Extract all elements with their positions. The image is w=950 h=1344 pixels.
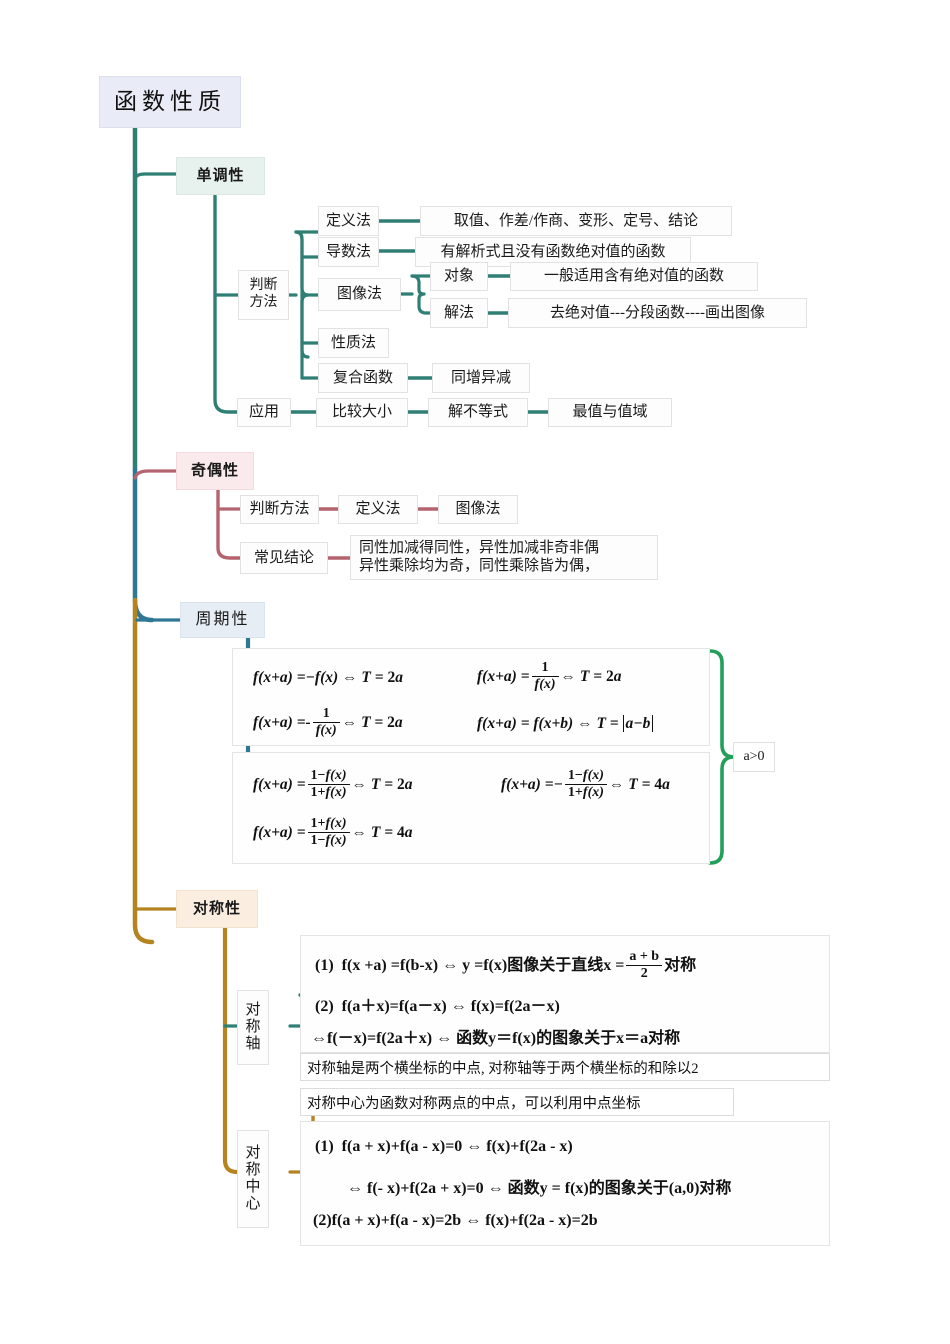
node-symmetry-center[interactable]: 对 称 中 心 — [237, 1130, 269, 1228]
symmetry-axis-char-1: 对 — [245, 1002, 261, 1019]
symmetry-axis-formula-2: (2) f(a＋x)=f(a－x) ⇔ f(x)=f(2a－x) — [315, 998, 560, 1015]
link-root-mono — [133, 172, 178, 182]
application-range-label: 最值与值域 — [572, 404, 648, 421]
composite-function-label: 复合函数 — [332, 369, 393, 386]
parity-subtrunk — [216, 488, 242, 560]
node-graph-object[interactable]: 对象 — [430, 262, 488, 291]
parity-graph-label: 图像法 — [455, 501, 501, 518]
symmetry-axis-char-2: 称 — [245, 1019, 261, 1036]
derivative-detail-label: 有解析式且没有函数绝对值的函数 — [440, 243, 666, 260]
branch-periodicity-label: 周期性 — [195, 611, 250, 628]
branch-periodicity[interactable]: 周期性 — [180, 602, 265, 638]
periodicity-condition: a>0 — [733, 742, 775, 772]
application-compare-label: 比较大小 — [331, 404, 392, 421]
symmetry-center-note: 对称中心为函数对称两点的中点，可以利用中点坐标 — [300, 1088, 734, 1116]
periodicity-panel-2: f(x+a) =1−f(x)1+f(x)⇔ T = 2a f(x+a) =−1−… — [232, 752, 710, 864]
graph-solution-label: 解法 — [443, 304, 474, 321]
symmetry-axis-note: 对称轴是两个横坐标的中点, 对称轴等于两个横坐标的和除以2 — [300, 1053, 830, 1081]
symmetry-center-char-1: 对 — [245, 1145, 261, 1162]
branch-symmetry[interactable]: 对称性 — [176, 890, 258, 928]
symmetry-center-formula-2: ⇔ f(- x)+f(2a + x)=0 ⇔ 函数y = f(x)的图象关于(a… — [347, 1180, 732, 1197]
parity-conclusion-label: 常见结论 — [253, 549, 314, 566]
node-parity-definition[interactable]: 定义法 — [338, 495, 418, 524]
node-parity-graph[interactable]: 图像法 — [438, 495, 518, 524]
node-application-compare[interactable]: 比较大小 — [316, 398, 408, 427]
graph-brace — [410, 274, 428, 315]
symmetry-center-char-2: 称 — [245, 1162, 261, 1179]
node-property-method[interactable]: 性质法 — [318, 328, 389, 358]
node-application-inequality[interactable]: 解不等式 — [428, 398, 528, 427]
method-spine — [294, 230, 304, 380]
application-label: 应用 — [248, 404, 279, 421]
graph-method-label: 图像法 — [336, 286, 382, 303]
root-node[interactable]: 函数性质 — [99, 76, 241, 128]
graph-solution-detail-label: 去绝对值---分段函数----画出图像 — [550, 304, 765, 321]
node-derivative-method[interactable]: 导数法 — [318, 237, 379, 267]
node-graph-solution-detail[interactable]: 去绝对值---分段函数----画出图像 — [508, 298, 807, 328]
node-application[interactable]: 应用 — [237, 398, 291, 427]
period-brace — [708, 649, 736, 865]
periodicity-condition-label: a>0 — [743, 749, 765, 764]
branch-symmetry-label: 对称性 — [192, 899, 241, 917]
branch-monotonicity-label: 单调性 — [196, 166, 245, 184]
node-composite-detail[interactable]: 同增异减 — [432, 363, 530, 393]
judge-method-line2: 方法 — [249, 295, 278, 310]
symmetry-center-char-3: 中 — [245, 1179, 261, 1195]
symmetry-center-panel: (1) f(a + x)+f(a - x)=0 ⇔ f(x)+f(2a - x)… — [300, 1121, 830, 1246]
composite-detail-label: 同增异减 — [450, 369, 511, 386]
period-formula-7: f(x+a) =1+f(x)1−f(x)⇔ T = 4a — [253, 816, 413, 848]
period-formula-4: f(x+a) = f(x+b) ⇔ T = a−b — [477, 715, 654, 733]
node-parity-conclusion[interactable]: 常见结论 — [240, 542, 328, 574]
node-graph-solution[interactable]: 解法 — [430, 298, 488, 328]
symmetry-center-note-label: 对称中心为函数对称两点的中点，可以利用中点坐标 — [307, 1095, 641, 1112]
application-inequality-label: 解不等式 — [447, 404, 508, 421]
method-brace-upper — [294, 230, 310, 359]
node-composite-function[interactable]: 复合函数 — [318, 363, 408, 393]
node-symmetry-axis[interactable]: 对 称 轴 — [237, 990, 269, 1065]
symmetry-axis-formula-1: (1) f(x +a) =f(b-x) ⇔ y =f(x)图像关于直线x =a … — [315, 949, 697, 981]
parity-conclusion-line1: 同性加减得同性，异性加减非奇非偶 — [359, 539, 600, 556]
node-definition-method[interactable]: 定义法 — [318, 206, 379, 236]
branch-parity-label: 奇偶性 — [190, 461, 239, 479]
graph-object-label: 对象 — [443, 268, 474, 285]
symmetry-center-formula-3: (2)f(a + x)+f(a - x)=2b ⇔ f(x)+f(2a - x)… — [313, 1212, 598, 1229]
period-formula-6: f(x+a) =−1−f(x)1+f(x)⇔ T = 4a — [501, 768, 670, 800]
node-graph-object-detail[interactable]: 一般适用含有绝对值的函数 — [510, 262, 758, 291]
symmetry-axis-char-3: 轴 — [245, 1035, 261, 1052]
mono-subtrunk — [213, 194, 240, 414]
symmetry-axis-panel: (1) f(x +a) =f(b-x) ⇔ y =f(x)图像关于直线x =a … — [300, 935, 830, 1053]
judge-method-line1: 判断 — [249, 278, 278, 294]
symmetry-axis-note-label: 对称轴是两个横坐标的中点, 对称轴等于两个横坐标的和除以2 — [307, 1060, 699, 1077]
parity-conclusion-line2: 异性乘除均为奇，同性乘除皆为偶， — [359, 557, 600, 574]
definition-detail-label: 取值、作差/作商、变形、定号、结论 — [453, 212, 699, 229]
period-formula-5: f(x+a) =1−f(x)1+f(x)⇔ T = 2a — [253, 768, 413, 800]
node-definition-detail[interactable]: 取值、作差/作商、变形、定号、结论 — [420, 206, 732, 236]
node-parity-judge-method[interactable]: 判断方法 — [240, 495, 319, 524]
property-method-label: 性质法 — [330, 334, 376, 351]
trunk-blue — [132, 467, 155, 623]
trunk-gold — [132, 597, 155, 945]
parity-definition-label: 定义法 — [355, 501, 401, 518]
derivative-method-label: 导数法 — [325, 243, 371, 260]
period-formula-1: f(x+a) =−f(x) ⇔ T = 2a — [253, 669, 403, 686]
node-application-range[interactable]: 最值与值域 — [548, 398, 672, 427]
branch-monotonicity[interactable]: 单调性 — [176, 157, 265, 195]
node-parity-conclusion-detail[interactable]: 同性加减得同性，异性加减非奇非偶 异性乘除均为奇，同性乘除皆为偶， — [350, 535, 658, 580]
symmetry-center-formula-1: (1) f(a + x)+f(a - x)=0 ⇔ f(x)+f(2a - x) — [315, 1138, 573, 1155]
graph-object-detail-label: 一般适用含有绝对值的函数 — [543, 268, 724, 285]
definition-method-label: 定义法 — [325, 212, 371, 229]
symmetry-axis-formula-3: ⇔f(－x)=f(2a＋x) ⇔ 函数y＝f(x)的图象关于x＝a对称 — [311, 1030, 681, 1047]
root-label: 函数性质 — [114, 88, 226, 114]
parity-judge-method-label: 判断方法 — [249, 501, 310, 518]
link-root-parity — [133, 469, 178, 480]
branch-parity[interactable]: 奇偶性 — [176, 452, 254, 490]
node-judge-method[interactable]: 判断 方法 — [238, 270, 289, 320]
node-graph-method[interactable]: 图像法 — [318, 278, 401, 311]
symmetry-center-char-4: 心 — [245, 1195, 261, 1212]
